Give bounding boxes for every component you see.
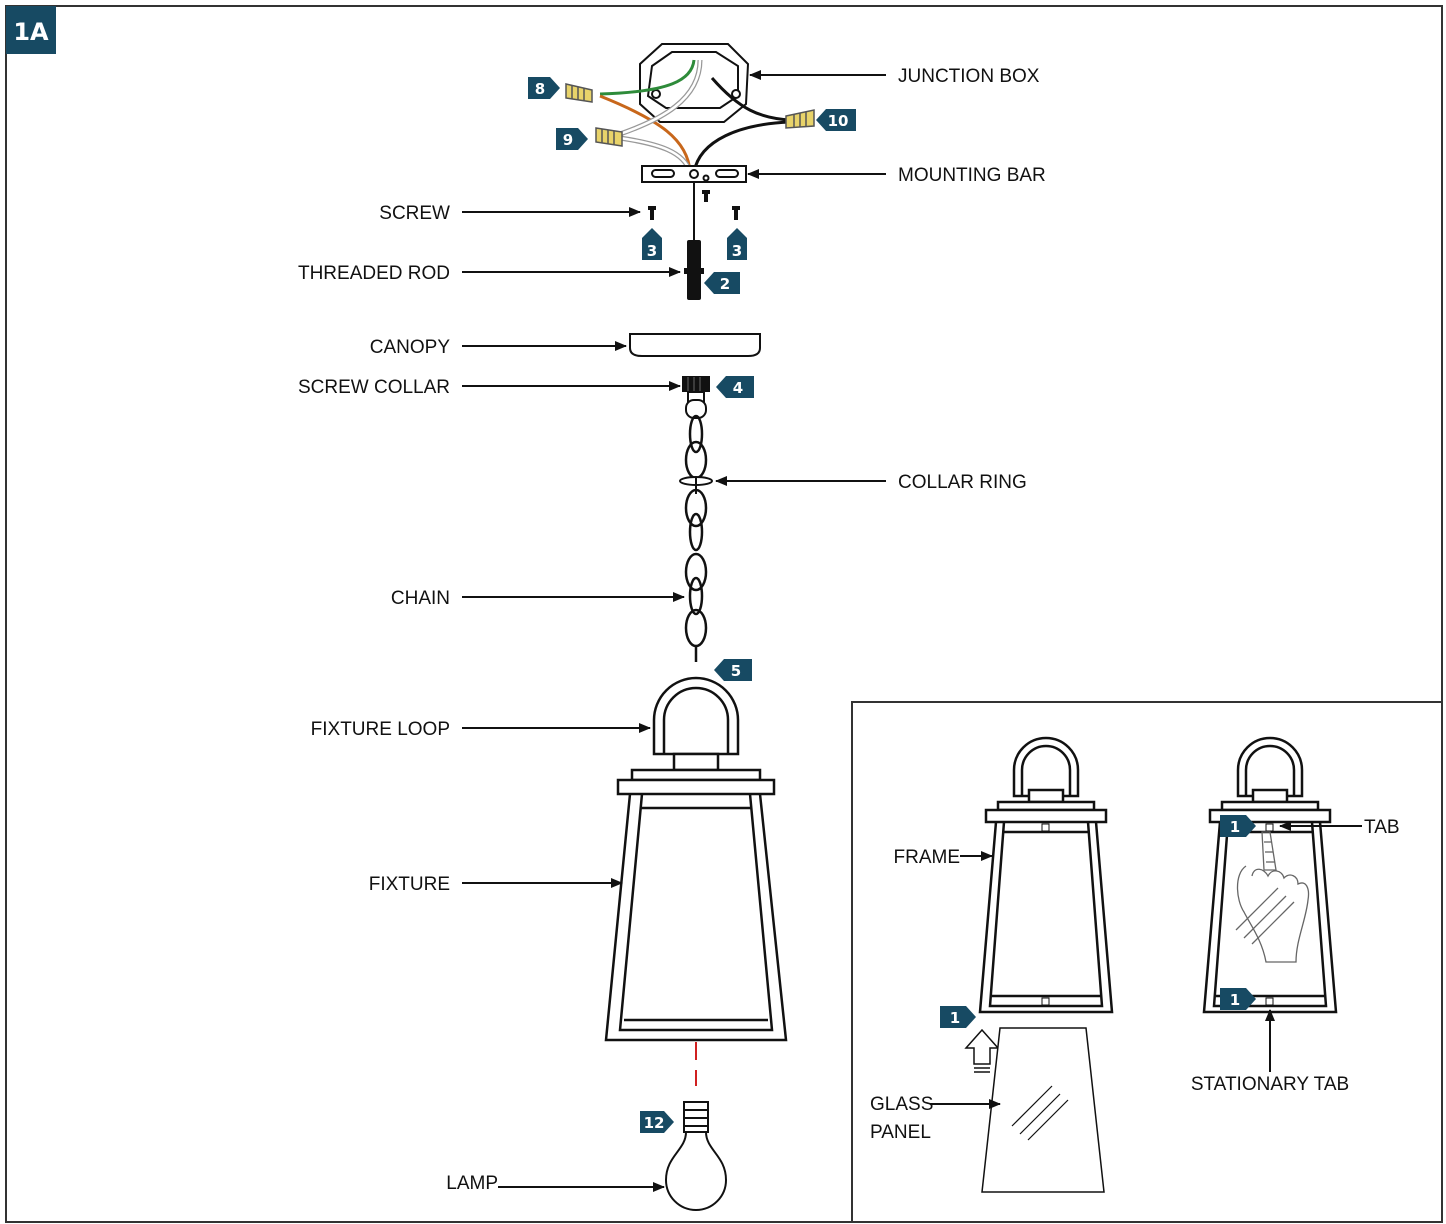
callout-collar-ring: COLLAR RING [715, 472, 1027, 493]
step-badge-1-glass: 1 [940, 1006, 976, 1028]
mounting-bar [641, 165, 747, 183]
inset-frame-fixture [978, 736, 1114, 1014]
screw-left-icon [648, 206, 656, 220]
lamp-bulb [664, 1101, 728, 1211]
svg-text:3: 3 [647, 242, 657, 260]
callout-glass-panel: GLASS PANEL [870, 1094, 1001, 1143]
step-badge-10: 10 [816, 109, 856, 131]
callout-stationary-tab: STATIONARY TAB [1191, 1009, 1349, 1095]
wire-connector-10 [785, 109, 815, 129]
svg-text:1: 1 [950, 1009, 960, 1027]
callout-junction-box: JUNCTION BOX [749, 66, 1040, 87]
wire-connector-9 [595, 127, 623, 147]
step-badge-4: 4 [716, 376, 754, 398]
label-mounting-bar: MOUNTING BAR [898, 165, 1046, 186]
callout-canopy: CANOPY [370, 337, 627, 358]
label-threaded-rod: THREADED ROD [298, 263, 450, 284]
step-badge-12: 12 [640, 1111, 674, 1133]
callout-mounting-bar: MOUNTING BAR [747, 165, 1046, 186]
svg-text:9: 9 [563, 131, 573, 149]
step-badge-1-stationary: 1 [1220, 988, 1256, 1010]
label-lamp: LAMP [446, 1173, 498, 1194]
callout-lamp: LAMP [446, 1173, 665, 1194]
callout-threaded-rod: THREADED ROD [298, 263, 681, 284]
callout-fixture-loop: FIXTURE LOOP [311, 719, 651, 740]
figure-border [5, 5, 1443, 1223]
screw-right-icon [732, 206, 740, 220]
step-badge-3-right: 3 [727, 228, 747, 260]
label-glass-panel-line2: PANEL [870, 1122, 931, 1143]
label-junction-box: JUNCTION BOX [898, 66, 1040, 87]
svg-text:4: 4 [733, 379, 743, 397]
figure-id: 1A [13, 18, 49, 46]
label-screw-collar: SCREW COLLAR [298, 377, 450, 398]
chain [684, 414, 708, 662]
inset-fixture-with-hand [1202, 736, 1338, 1014]
step-badge-9: 9 [556, 128, 588, 150]
callout-chain: CHAIN [391, 588, 685, 609]
step-badge-8: 8 [528, 77, 560, 99]
step-badge-5: 5 [714, 659, 752, 681]
svg-text:1: 1 [1230, 991, 1240, 1009]
step-badge-2: 2 [704, 272, 740, 294]
callout-screw-collar: SCREW COLLAR [298, 377, 681, 398]
svg-text:2: 2 [720, 275, 730, 293]
wire-white [619, 59, 702, 136]
label-screw: SCREW [379, 203, 450, 224]
label-fixture: FIXTURE [369, 874, 450, 895]
svg-text:1: 1 [1230, 818, 1240, 836]
svg-text:3: 3 [732, 242, 742, 260]
callout-fixture: FIXTURE [369, 874, 623, 895]
canopy [629, 333, 761, 357]
wire-orange [599, 94, 692, 173]
up-arrow-icon [964, 1028, 1000, 1073]
glass-panel [981, 1027, 1105, 1193]
figure-id-tab: 1A [6, 6, 56, 54]
step-badge-3-left: 3 [642, 228, 662, 260]
label-collar-ring: COLLAR RING [898, 472, 1027, 493]
label-tab: TAB [1364, 817, 1400, 838]
label-stationary-tab: STATIONARY TAB [1191, 1074, 1349, 1095]
svg-text:8: 8 [535, 80, 545, 98]
fixture-loop [652, 676, 740, 756]
label-chain: CHAIN [391, 588, 450, 609]
svg-text:12: 12 [644, 1114, 665, 1132]
label-fixture-loop: FIXTURE LOOP [311, 719, 450, 740]
hot-wire-black [710, 77, 791, 122]
label-frame: FRAME [894, 847, 961, 868]
svg-text:5: 5 [731, 662, 741, 680]
svg-text:10: 10 [828, 112, 849, 130]
ground-wire-green [599, 59, 696, 96]
collar-ring [679, 476, 713, 494]
step-badge-1-tab: 1 [1220, 815, 1256, 837]
fixture [604, 676, 788, 1042]
inset-panel [851, 701, 1443, 1223]
hand-icon [1235, 831, 1310, 963]
label-canopy: CANOPY [370, 337, 451, 358]
callout-tab: TAB [1279, 817, 1400, 838]
screw-collar [682, 376, 710, 419]
wire-connector-8 [565, 83, 593, 103]
callout-frame: FRAME [894, 847, 993, 868]
threaded-rod [684, 240, 704, 300]
label-glass-panel-line1: GLASS [870, 1094, 933, 1115]
small-screw-icon [702, 190, 710, 202]
callout-screw: SCREW [379, 203, 641, 224]
